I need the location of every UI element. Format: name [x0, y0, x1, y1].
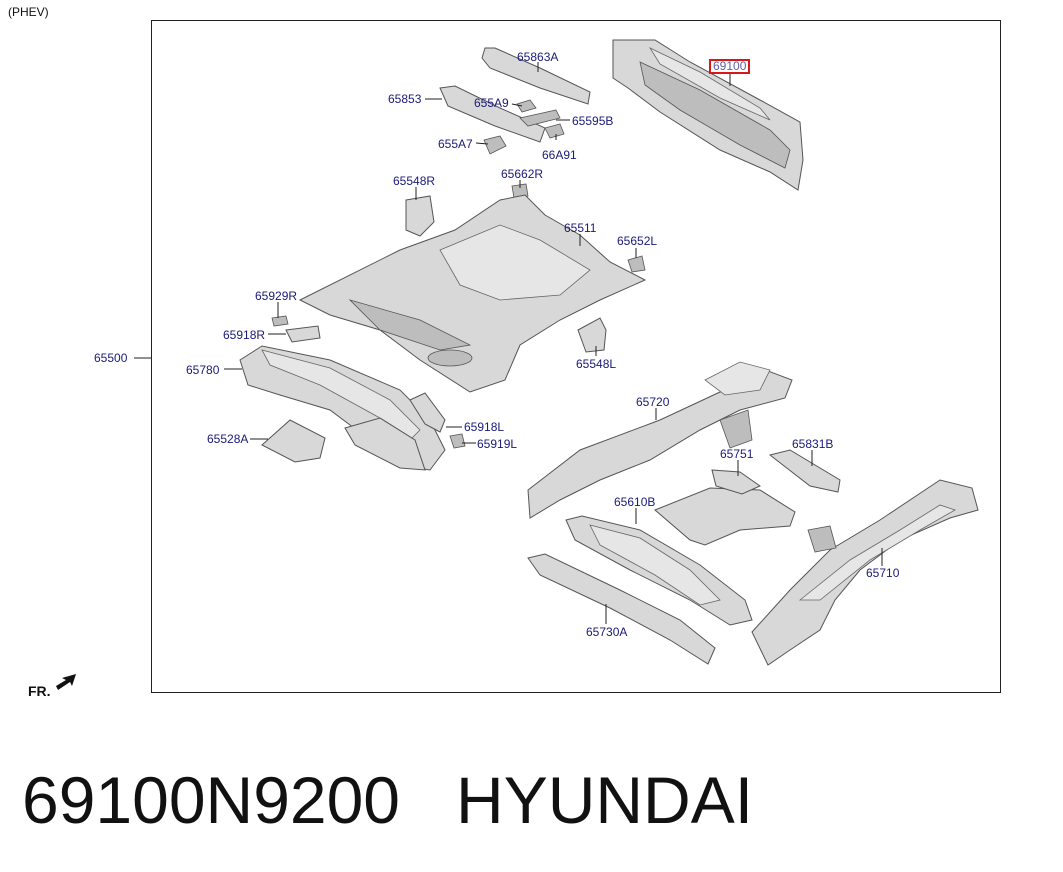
assembly-label: 65500 — [94, 351, 128, 365]
part-label-65831B[interactable]: 65831B — [792, 437, 834, 451]
part-label-65929R[interactable]: 65929R — [255, 289, 298, 303]
part-label-65528A[interactable]: 65528A — [207, 432, 249, 446]
part-label-65710[interactable]: 65710 — [866, 566, 900, 580]
footer-brand: HYUNDAI — [456, 763, 754, 837]
part-label-65610B[interactable]: 65610B — [614, 495, 656, 509]
part-65710-shape — [751, 479, 979, 666]
parts-drawing — [56, 39, 979, 690]
part-label-65595B[interactable]: 65595B — [572, 114, 614, 128]
footer-part-number: 69100N9200 — [22, 763, 401, 837]
variant-tag: (PHEV) — [8, 5, 49, 19]
part-label-65662R[interactable]: 65662R — [501, 167, 544, 181]
part-label-69100-highlighted[interactable]: 69100 — [709, 59, 751, 74]
part-label-655A9[interactable]: 655A9 — [474, 96, 509, 110]
part-65720-shape — [527, 361, 793, 519]
part-label-65918R[interactable]: 65918R — [223, 328, 266, 342]
front-arrow-icon — [56, 674, 76, 690]
part-label-65511[interactable]: 65511 — [564, 221, 597, 235]
part-label-65853[interactable]: 65853 — [388, 92, 422, 106]
part-label-65652L[interactable]: 65652L — [617, 234, 658, 248]
part-label-65548L[interactable]: 65548L — [576, 357, 617, 371]
diagram-frame — [151, 20, 1001, 693]
part-label-66A91[interactable]: 66A91 — [542, 148, 577, 162]
part-label-65863A[interactable]: 65863A — [517, 50, 559, 64]
footer-caption: 69100N9200 HYUNDAI — [22, 762, 809, 838]
part-label-65720[interactable]: 65720 — [636, 395, 670, 409]
part-label-65780[interactable]: 65780 — [186, 363, 220, 377]
part-label-65548R[interactable]: 65548R — [393, 174, 436, 188]
part-label-655A7[interactable]: 655A7 — [438, 137, 473, 151]
front-direction-label: FR. — [28, 683, 51, 699]
part-65511-shape — [298, 194, 647, 393]
part-label-65919L[interactable]: 65919L — [477, 437, 518, 451]
part-label-65751[interactable]: 65751 — [720, 447, 754, 461]
part-69100-shape[interactable] — [612, 39, 804, 191]
part-label-65730A[interactable]: 65730A — [586, 625, 628, 639]
part-label-65918L[interactable]: 65918L — [464, 420, 505, 434]
